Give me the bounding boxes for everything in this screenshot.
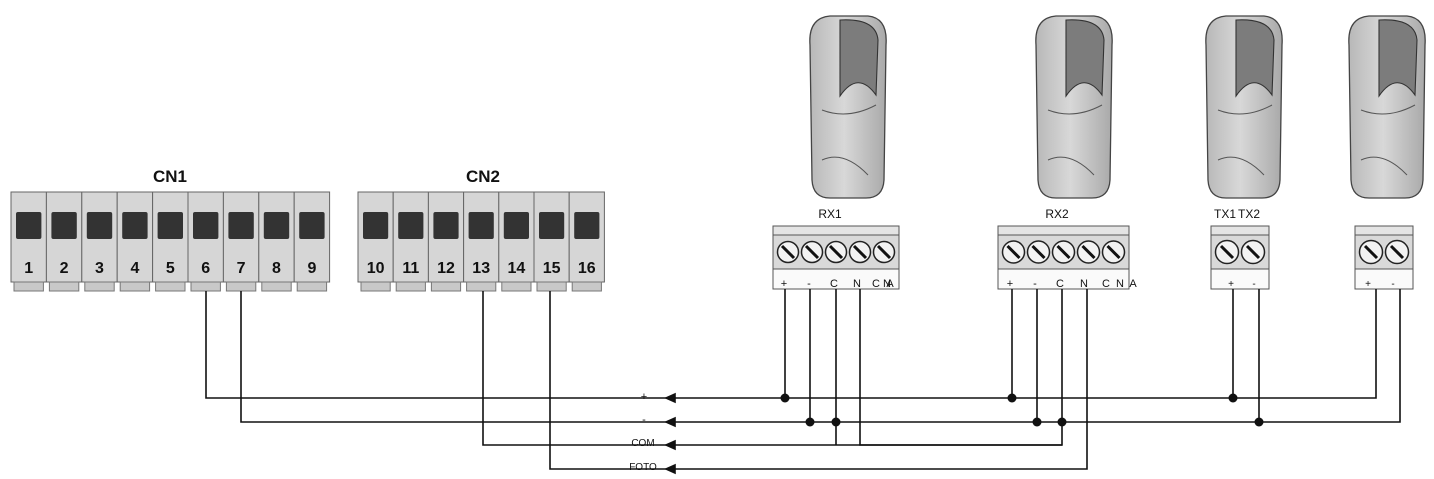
cn2-terminal-block: 10 11 12 13 14 15 16 [357, 191, 605, 292]
cn1-label: CN1 [153, 167, 187, 186]
cn2-terminal-12: 12 [427, 191, 465, 292]
cn1-terminal-number: 1 [24, 260, 33, 277]
bus-minus [672, 289, 1401, 423]
cn2-terminal-10: 10 [357, 191, 394, 292]
rx2-pin-label: C [1102, 278, 1110, 290]
wire-cn1-6-plus [205, 291, 666, 399]
rx1-pin-label: C [872, 278, 880, 290]
tx1-terminal-strip: +- [1210, 225, 1270, 290]
cn1-terminal-number: 5 [166, 260, 175, 277]
cn1-terminal-number: 7 [237, 260, 246, 277]
bus-foto [672, 289, 1088, 470]
cn1-terminal-6: 6 [187, 191, 224, 292]
cn1-terminal-number: 2 [60, 260, 69, 277]
wire-rx1-n-loop [859, 289, 1062, 446]
rx1-pin-label: N [853, 278, 861, 290]
junction-dot [1254, 417, 1264, 427]
junction-dot [831, 417, 841, 427]
rx2-photocell-body [1035, 15, 1113, 199]
cn1-terminal-number: 6 [201, 260, 210, 277]
bus-arrow-icon [664, 439, 676, 451]
cn1-terminal-number: 9 [307, 260, 316, 277]
cn1-terminal-number: 3 [95, 260, 104, 277]
cn1-terminal-9: 9 [293, 191, 331, 292]
cn1-terminal-block: 1 2 3 4 5 6 7 8 9 [10, 191, 331, 292]
junction-dot [1007, 393, 1017, 403]
tx1-photocell-body [1205, 15, 1283, 199]
cn2-terminal-number: 12 [437, 260, 455, 277]
rx1-pin-label: - [807, 278, 811, 290]
cn2-terminal-11: 11 [392, 191, 429, 292]
rx1-pin-label: C [830, 278, 838, 290]
cn2-terminal-number: 10 [367, 260, 385, 277]
photocell-group [809, 15, 1426, 199]
cn2-terminal-number: 15 [543, 260, 561, 277]
tx1-label: TX1 [1214, 207, 1236, 221]
cn1-terminal-number: 4 [130, 260, 139, 277]
cn2-terminal-number: 14 [508, 260, 526, 277]
wire-cn2-15-foto [549, 291, 666, 470]
cn1-terminal-5: 5 [152, 191, 189, 292]
tx2-label: TX2 [1238, 207, 1260, 221]
cn2-terminal-number: 16 [578, 260, 596, 277]
cn2-label: CN2 [466, 167, 500, 186]
cn1-terminal-4: 4 [116, 191, 154, 292]
bus-label-plus: + [641, 391, 647, 403]
cn1-terminal-7: 7 [222, 191, 260, 292]
rx2-pin-label: + [1007, 278, 1013, 290]
rx1-pin-label: A [886, 278, 894, 290]
cn2-terminal-13: 13 [463, 191, 500, 292]
cn1-terminal-8: 8 [258, 191, 295, 292]
cn1-terminal-1: 1 [10, 191, 47, 292]
junction-dot [1228, 393, 1238, 403]
bus-label-com: COM [631, 438, 654, 449]
junction-dot [1057, 417, 1067, 427]
wire-cn1-7-minus [240, 291, 666, 423]
cn1-terminal-3: 3 [81, 191, 118, 292]
junction-dot [1032, 417, 1042, 427]
rx2-pin-label: N [1116, 278, 1124, 290]
rx2-pin-label: A [1129, 278, 1137, 290]
rx2-pin-label: N [1080, 278, 1088, 290]
bus-arrow-icon [664, 463, 676, 475]
rx1-pin-label: N [883, 278, 891, 290]
wire-cn2-13-com [482, 291, 666, 446]
cn2-terminal-14: 14 [498, 191, 535, 292]
cn1-terminal-number: 8 [272, 260, 281, 277]
bus-arrow-icon [664, 392, 676, 404]
tx2-pin-label: + [1365, 279, 1371, 290]
cn1-terminal-2: 2 [45, 191, 83, 292]
wire-group [205, 289, 1401, 475]
bus-arrow-icon [664, 416, 676, 428]
tx1-pin-label: - [1252, 279, 1255, 290]
bus-plus [672, 289, 1377, 399]
junction-dot [780, 393, 790, 403]
tx2-terminal-strip: +- [1354, 225, 1414, 290]
rx1-label: RX1 [818, 207, 842, 221]
bus-label-minus: - [642, 414, 646, 426]
cn2-terminal-number: 13 [472, 260, 490, 277]
bus-label-foto: FOTO [629, 462, 657, 473]
tx2-photocell-body [1348, 15, 1426, 199]
rx2-pin-label: - [1033, 278, 1037, 290]
cn2-terminal-15: 15 [533, 191, 570, 292]
junction-dot [805, 417, 815, 427]
rx1-pin-label: + [781, 278, 787, 290]
rx1-photocell-body [809, 15, 887, 199]
rx2-label: RX2 [1045, 207, 1069, 221]
cn2-terminal-number: 11 [402, 260, 419, 277]
cn2-terminal-16: 16 [568, 191, 605, 292]
tx1-pin-label: + [1228, 279, 1234, 290]
rx2-pin-label: C [1056, 278, 1064, 290]
tx2-pin-label: - [1391, 279, 1394, 290]
